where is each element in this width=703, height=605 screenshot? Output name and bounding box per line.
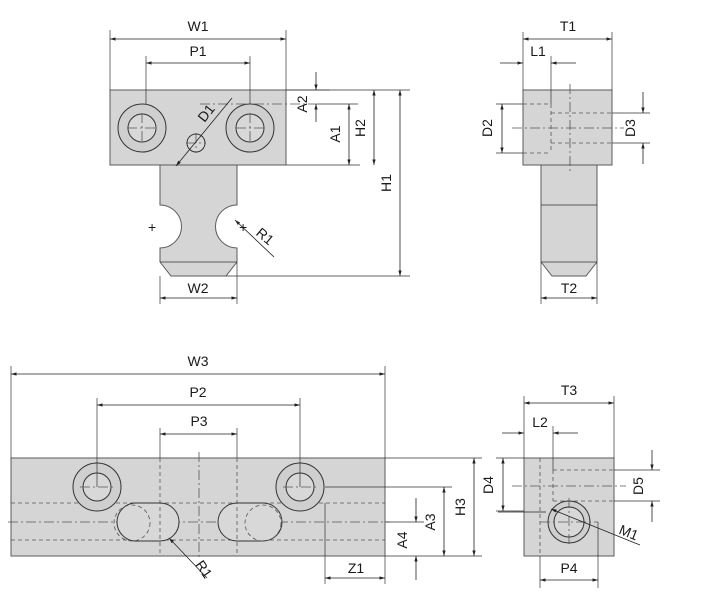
dim-label-d5: D5 xyxy=(630,477,646,495)
long-bar xyxy=(10,457,386,557)
dim-label-t1: T1 xyxy=(560,18,577,34)
dim-label-a2: A2 xyxy=(294,95,310,112)
dim-label-t2: T2 xyxy=(561,280,578,296)
dim-label-p2: P2 xyxy=(189,384,206,400)
clamp-stem xyxy=(159,164,238,277)
dim-label-w3: W3 xyxy=(188,353,209,369)
dim-label-m1: M1 xyxy=(617,521,641,543)
notch-center-mark-right: + xyxy=(239,219,247,235)
dim-label-l2: L2 xyxy=(532,414,548,430)
dim-label-a4: A4 xyxy=(394,531,410,548)
dim-label-h2: H2 xyxy=(352,119,368,137)
dim-label-a3: A3 xyxy=(422,513,438,530)
dim-label-z1: Z1 xyxy=(348,560,365,576)
dim-label-w2: W2 xyxy=(188,280,209,296)
slot-left xyxy=(116,502,180,542)
dim-label-d2: D2 xyxy=(479,119,495,137)
dim-label-d3: D3 xyxy=(622,119,638,137)
dim-label-h3: H3 xyxy=(452,498,468,516)
notch-center-mark-left: + xyxy=(148,219,156,235)
dim-label-a1: A1 xyxy=(327,125,343,142)
dim-label-r1-top: R1 xyxy=(253,224,277,248)
dim-label-w1: W1 xyxy=(188,18,209,34)
side-body xyxy=(522,89,613,166)
dim-label-t3: T3 xyxy=(561,382,578,398)
front-view-bottom: W3 P2 P3 H3 A3 A4 Z1 R1 xyxy=(8,353,482,584)
side-view-bottom: T3 L2 D4 D5 M1 P4 xyxy=(480,382,660,588)
dim-label-r1-bottom: R1 xyxy=(192,557,215,581)
dim-label-l1: L1 xyxy=(530,43,546,59)
dim-label-p1: P1 xyxy=(189,43,206,59)
front-view-top: W1 P1 D1 A2 A1 H2 H1 + + R1 xyxy=(109,18,410,304)
side-view-top: T1 L1 D2 D3 T2 xyxy=(479,18,650,304)
dim-label-p3: P3 xyxy=(190,413,207,429)
dim-label-h1: H1 xyxy=(378,174,394,192)
dim-label-d4: D4 xyxy=(480,476,496,494)
side-stem xyxy=(540,164,598,277)
dim-label-p4: P4 xyxy=(560,560,577,576)
